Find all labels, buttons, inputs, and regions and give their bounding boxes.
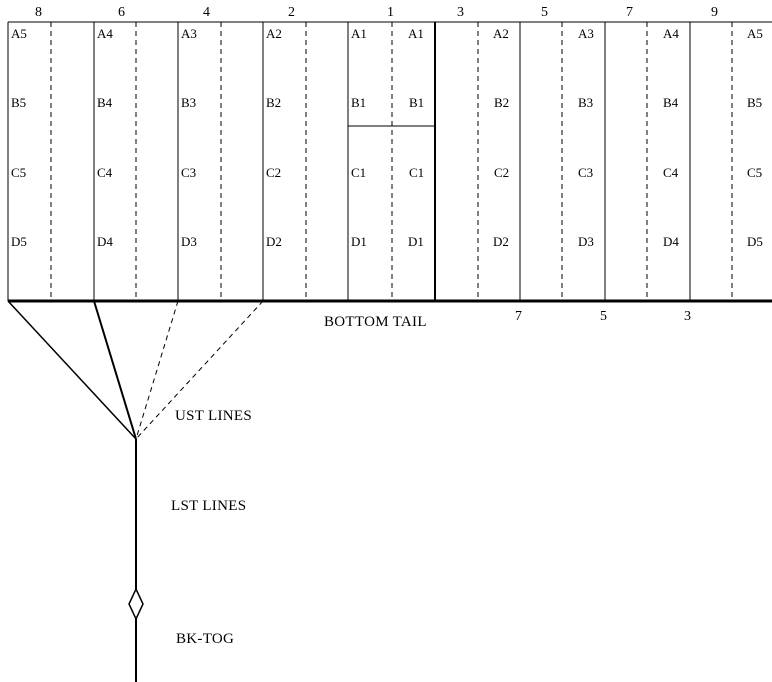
cell-label: B4 xyxy=(663,95,679,110)
cell-label: B4 xyxy=(97,95,113,110)
top-number: 2 xyxy=(288,5,295,20)
cell-label: C5 xyxy=(11,165,26,180)
cell-label: C3 xyxy=(181,165,196,180)
cell-label: A1 xyxy=(351,26,367,41)
bk-tog-connector xyxy=(128,587,144,621)
cell-label: D1 xyxy=(408,234,424,249)
ust-line xyxy=(135,300,264,440)
cell-label: A4 xyxy=(97,26,113,41)
ust-lines-label: UST LINES xyxy=(175,408,252,424)
top-number: 9 xyxy=(711,5,718,20)
cell-label: A3 xyxy=(578,26,594,41)
cell-label: B3 xyxy=(181,95,196,110)
top-number: 6 xyxy=(118,5,125,20)
top-number: 7 xyxy=(626,5,633,20)
top-number-row: 8 6 4 2 1 3 5 7 9 xyxy=(35,5,718,20)
cell-label: A5 xyxy=(11,26,27,41)
bk-tog-label: BK-TOG xyxy=(176,631,234,647)
cell-label: C2 xyxy=(266,165,281,180)
row-b-labels: B5 B4 B3 B2 B1 B1 B2 B3 B4 B5 xyxy=(11,95,762,110)
cell-label: C2 xyxy=(494,165,509,180)
cell-label: D4 xyxy=(663,234,679,249)
cell-label: A2 xyxy=(266,26,282,41)
bottom-number: 5 xyxy=(600,309,607,324)
ust-lines-fan xyxy=(7,300,264,440)
row-a-labels: A5 A4 A3 A2 A1 A1 A2 A3 A4 A5 xyxy=(11,26,763,41)
cell-label: B3 xyxy=(578,95,593,110)
cell-label: B1 xyxy=(351,95,366,110)
cell-label: D1 xyxy=(351,234,367,249)
ust-line xyxy=(93,300,137,440)
ust-line xyxy=(135,300,179,440)
cell-label: C3 xyxy=(578,165,593,180)
top-number: 8 xyxy=(35,5,42,20)
cell-label: A1 xyxy=(408,26,424,41)
cell-label: C1 xyxy=(351,165,366,180)
bottom-number: 7 xyxy=(515,309,522,324)
ust-line xyxy=(7,300,137,440)
grid-frame xyxy=(7,21,772,303)
top-number: 1 xyxy=(387,5,394,20)
cell-label: B5 xyxy=(747,95,762,110)
cell-label: D2 xyxy=(493,234,509,249)
cell-label: C5 xyxy=(747,165,762,180)
cell-label: D5 xyxy=(747,234,763,249)
top-number: 4 xyxy=(203,5,210,20)
cell-label: C1 xyxy=(409,165,424,180)
cell-label: C4 xyxy=(97,165,113,180)
lst-lines-label: LST LINES xyxy=(171,498,246,514)
cell-label: B2 xyxy=(266,95,281,110)
cell-label: B1 xyxy=(409,95,424,110)
cell-label: D2 xyxy=(266,234,282,249)
bottom-number: 3 xyxy=(684,309,691,324)
cell-label: D3 xyxy=(181,234,197,249)
cell-label: D4 xyxy=(97,234,113,249)
top-number: 5 xyxy=(541,5,548,20)
bottom-tail-label: BOTTOM TAIL xyxy=(324,314,427,330)
cell-label: A5 xyxy=(747,26,763,41)
cell-label: C4 xyxy=(663,165,679,180)
row-d-labels: D5 D4 D3 D2 D1 D1 D2 D3 D4 D5 xyxy=(11,234,763,249)
cell-label: A4 xyxy=(663,26,679,41)
cell-label: B2 xyxy=(494,95,509,110)
cell-label: D3 xyxy=(578,234,594,249)
cell-label: D5 xyxy=(11,234,27,249)
cell-label: A3 xyxy=(181,26,197,41)
top-number: 3 xyxy=(457,5,464,20)
cell-label: A2 xyxy=(493,26,509,41)
row-c-labels: C5 C4 C3 C2 C1 C1 C2 C3 C4 C5 xyxy=(11,165,762,180)
cell-label: B5 xyxy=(11,95,26,110)
